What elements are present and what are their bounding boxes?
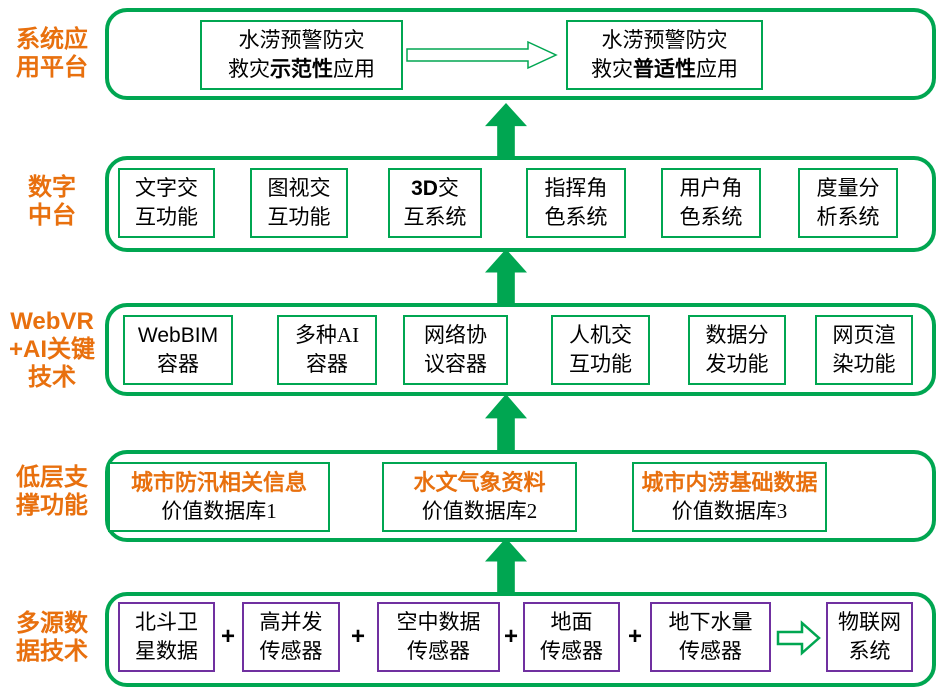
node-text-line: 网络协 [424, 323, 487, 347]
layer-label-system-platform: 系统应 用平台 [4, 26, 100, 82]
node-text-line: 互功能 [569, 352, 632, 376]
node-groundwater-sensor: 地下水量 传感器 [650, 602, 771, 672]
node-data-distribution: 数据分 发功能 [688, 315, 786, 385]
node-ground-sensor: 地面 传感器 [523, 602, 620, 672]
node-text-line: 传感器 [259, 639, 323, 663]
node-metric-analysis: 度量分 析系统 [798, 168, 898, 238]
up-arrow-icon [485, 103, 527, 158]
up-arrow-icon [485, 249, 527, 305]
label-line: 用平台 [16, 54, 88, 81]
node-text-line: 度量分 [816, 176, 880, 200]
layer-container-digital-middle-platform [105, 156, 936, 252]
node-text-line: 互功能 [135, 205, 198, 229]
node-text-line: 互系统 [403, 205, 467, 229]
node-text-line: 空中数据 [396, 610, 481, 634]
node-text-line: 用户角 [679, 176, 743, 200]
node-text-line: 北斗卫 [135, 610, 198, 634]
node-text-line: 图视交 [267, 176, 331, 200]
right-arrow-icon [776, 620, 821, 656]
plus-sign: + [503, 623, 518, 650]
node-multi-ai-container: 多种AI 容器 [277, 315, 377, 385]
node-text-line: 水涝预警防灾 [601, 28, 728, 52]
node-text-line: 传感器 [407, 639, 470, 663]
node-text-line: 文字交 [135, 176, 198, 200]
node-text-line: 地面 [550, 610, 593, 634]
node-text-line: 3D交 [411, 176, 459, 200]
plus-sign: + [220, 623, 235, 650]
node-text-line: 价值数据库3 [671, 499, 788, 523]
label-line: 多源数 [16, 610, 88, 637]
layer-label-low-level-support: 低层支 撑功能 [4, 464, 100, 520]
node-text-line: 网页渲 [832, 323, 896, 347]
node-text-line: 高并发 [259, 610, 323, 634]
node-text-interaction: 文字交 互功能 [118, 168, 215, 238]
node-text-line: 容器 [306, 352, 348, 376]
node-value-db-3: 城市内涝基础数据 价值数据库3 [632, 462, 827, 532]
label-line: +AI关键 [8, 336, 95, 363]
node-text-line: 价值数据库2 [421, 499, 538, 523]
node-text-line: 发功能 [705, 352, 769, 376]
node-text-line: 水涝预警防灾 [238, 28, 365, 52]
node-text-line: 染功能 [832, 352, 896, 376]
node-text-line: 系统 [848, 639, 891, 663]
plus-sign: + [350, 623, 365, 650]
label-line: 低层支 [16, 464, 88, 491]
label-line: 技术 [28, 364, 76, 391]
node-text-line: 指挥角 [544, 176, 608, 200]
node-text-line: 地下水量 [668, 610, 753, 634]
node-text-line: 析系统 [816, 205, 880, 229]
node-text-line: 物联网 [838, 610, 901, 634]
node-value-db-2: 水文气象资料 价值数据库2 [382, 462, 577, 532]
node-iot-system: 物联网 系统 [826, 602, 913, 672]
node-network-protocol-container: 网络协 议容器 [403, 315, 508, 385]
node-text-line: 救灾示范性应用 [228, 57, 375, 81]
layer-label-webvr-ai-key-tech: WebVR +AI关键 技术 [0, 308, 104, 392]
up-arrow-icon [485, 394, 527, 452]
node-hci-function: 人机交 互功能 [551, 315, 650, 385]
node-visual-interaction: 图视交 互功能 [250, 168, 348, 238]
node-text-line: 星数据 [135, 639, 198, 663]
node-text-line: 色系统 [544, 205, 608, 229]
node-title-line: 城市内涝基础数据 [641, 470, 818, 495]
node-title-line: 城市防汛相关信息 [130, 470, 307, 495]
layer-label-multi-source-data: 多源数 据技术 [4, 610, 100, 666]
label-line: 中台 [28, 202, 76, 229]
node-text-line: 价值数据库1 [161, 499, 277, 523]
node-text-line: 互功能 [267, 205, 331, 229]
node-web-rendering: 网页渲 染功能 [815, 315, 913, 385]
label-line: WebVR [10, 308, 94, 335]
label-line: 数字 [28, 174, 76, 201]
layer-container-webvr-ai-key-tech [105, 303, 936, 396]
node-commander-role: 指挥角 色系统 [526, 168, 626, 238]
up-arrow-icon [485, 538, 527, 594]
label-line: 系统应 [16, 26, 88, 53]
node-user-role: 用户角 色系统 [661, 168, 761, 238]
node-value-db-1: 城市防汛相关信息 价值数据库1 [108, 462, 330, 532]
node-text-line: 色系统 [679, 205, 743, 229]
node-text-line: 多种AI [294, 323, 360, 347]
label-line: 据技术 [16, 638, 88, 665]
node-text-line: WebBIM [137, 324, 219, 347]
node-text-line: 传感器 [540, 639, 603, 663]
node-text-line: 议容器 [424, 352, 487, 376]
label-line: 撑功能 [16, 492, 88, 519]
node-title-line: 水文气象资料 [413, 470, 546, 495]
layer-label-digital-middle-platform: 数字 中台 [4, 174, 100, 230]
node-webbim-container: WebBIM 容器 [123, 315, 233, 385]
node-text-line: 救灾普适性应用 [591, 57, 738, 81]
node-3d-interaction: 3D交 互系统 [388, 168, 482, 238]
node-text-line: 容器 [157, 352, 199, 376]
node-high-concurrency-sensor: 高并发 传感器 [242, 602, 340, 672]
node-beidou-satellite-data: 北斗卫 星数据 [118, 602, 215, 672]
node-text-line: 传感器 [679, 639, 742, 663]
node-demonstration-app: 水涝预警防灾 救灾示范性应用 [200, 20, 403, 90]
node-universal-app: 水涝预警防灾 救灾普适性应用 [566, 20, 763, 90]
right-arrow-icon [406, 40, 558, 70]
node-text-line: 人机交 [569, 323, 632, 347]
plus-sign: + [627, 623, 642, 650]
node-text-line: 数据分 [705, 323, 769, 347]
node-aerial-data-sensor: 空中数据 传感器 [377, 602, 500, 672]
